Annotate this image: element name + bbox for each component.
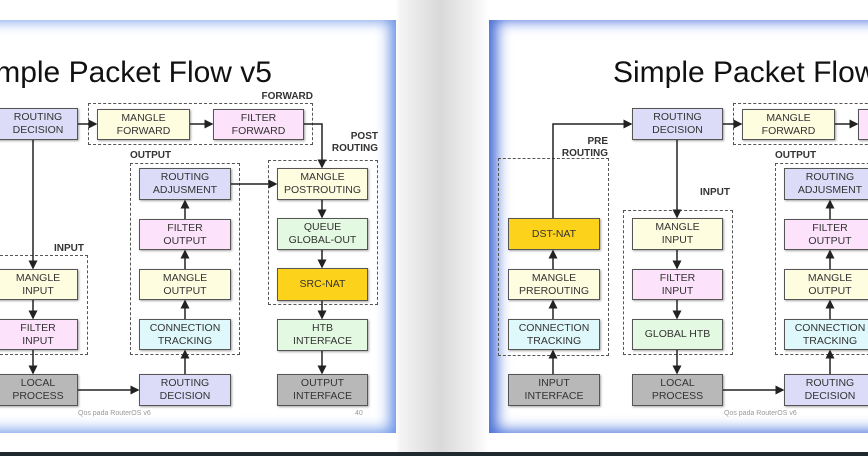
arrow bbox=[304, 123, 327, 169]
mangle-postrouting-node: MANGLE POSTROUTING bbox=[277, 168, 368, 200]
mangle-output-node: MANGLE OUTPUT bbox=[784, 269, 868, 300]
mangle-prerouting-node: MANGLE PREROUTING bbox=[508, 269, 600, 300]
forward-label: FORWARD bbox=[261, 91, 313, 102]
mangle-forward-node: MANGLE FORWARD bbox=[97, 109, 190, 140]
bottom-bar bbox=[0, 452, 868, 456]
input-group bbox=[0, 255, 88, 355]
left-slide-title: Simple Packet Flow v5 bbox=[0, 56, 272, 89]
global-htb-node: GLOBAL HTB bbox=[632, 319, 723, 350]
routing-decision-bottom-node: ROUTING DECISION bbox=[784, 374, 868, 406]
filter-input-node: FILTER INPUT bbox=[632, 269, 723, 300]
input-interface-node: INPUT INTERFACE bbox=[508, 374, 600, 406]
routing-decision-bottom-node: ROUTING DECISION bbox=[139, 374, 231, 406]
input-label: INPUT bbox=[54, 243, 84, 254]
post-routing-label: POST ROUTING bbox=[331, 131, 378, 154]
routing-adjusment-node: ROUTING ADJUSMENT bbox=[784, 168, 868, 200]
output-group-right bbox=[775, 163, 868, 355]
dst-nat-node: DST-NAT bbox=[508, 218, 600, 250]
input-label-right: INPUT bbox=[700, 187, 730, 198]
filter-forward-node: FILTER FORWARD bbox=[213, 109, 304, 140]
routing-decision-node: ROUTING DECISION bbox=[632, 108, 723, 140]
src-nat-node: SRC-NAT bbox=[277, 268, 368, 301]
connection-tracking-out-node: CONNECTION TRACKING bbox=[784, 319, 868, 350]
filter-forward-node-cut bbox=[858, 109, 868, 140]
queue-global-out-node: QUEUE GLOBAL-OUT bbox=[277, 218, 368, 250]
output-interface-node: OUTPUT INTERFACE bbox=[277, 374, 368, 406]
routing-decision-node: ROUTING DECISION bbox=[0, 108, 78, 140]
filter-input-node: FILTER INPUT bbox=[0, 319, 78, 350]
htb-interface-node: HTB INTERFACE bbox=[277, 319, 368, 351]
right-slide-footer: Qos pada RouterOS v6 bbox=[724, 410, 797, 417]
mangle-output-node: MANGLE OUTPUT bbox=[139, 269, 231, 300]
right-slide-title: Simple Packet Flow bbox=[613, 56, 868, 89]
output-label: OUTPUT bbox=[130, 150, 172, 161]
mangle-input-node: MANGLE INPUT bbox=[0, 269, 78, 300]
left-slide-page-number: 40 bbox=[355, 410, 363, 417]
connection-tracking-pre-node: CONNECTION TRACKING bbox=[508, 319, 600, 350]
arrow bbox=[552, 119, 633, 218]
output-label-right: OUTPUT bbox=[775, 150, 817, 161]
routing-adjusment-node: ROUTING ADJUSMENT bbox=[139, 168, 231, 200]
local-process-node: LOCAL PROCESS bbox=[0, 374, 78, 406]
mangle-forward-node: MANGLE FORWARD bbox=[742, 109, 835, 140]
left-slide-footer: Qos pada RouterOS v6 bbox=[78, 410, 151, 417]
pre-routing-label: PRE ROUTING bbox=[561, 136, 608, 159]
filter-output-node: FILTER OUTPUT bbox=[784, 219, 868, 250]
local-process-node: LOCAL PROCESS bbox=[632, 374, 723, 406]
mangle-input-node: MANGLE INPUT bbox=[632, 218, 723, 250]
